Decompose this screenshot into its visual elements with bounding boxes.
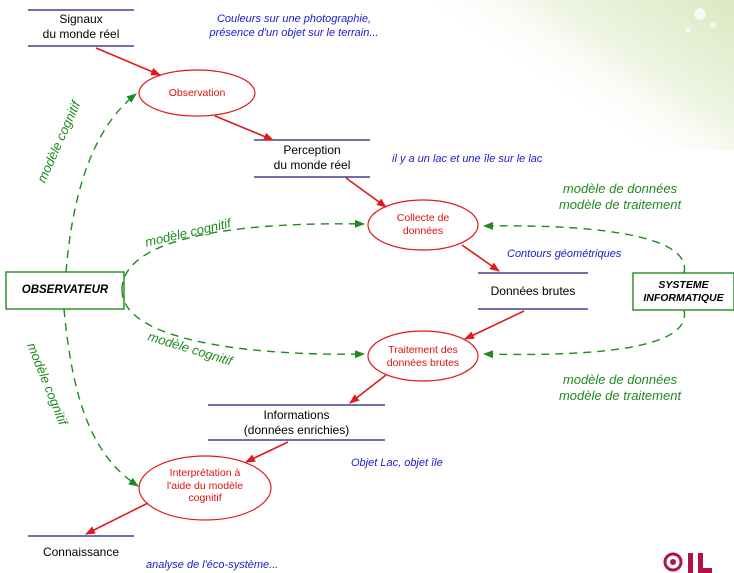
data-model-arrow-collecte	[483, 221, 686, 274]
cognitive-arrow-collecte	[121, 219, 365, 291]
process-traitement-shape	[367, 330, 479, 382]
data-model-arrow-traitement	[483, 309, 686, 359]
process-observation-shape	[138, 69, 256, 117]
agent-systeme-box	[632, 272, 734, 311]
flow-arrow-interpretation-connaissance	[85, 502, 149, 535]
label-modele-donnees-bottom: modèle de données modèle de traitement	[558, 372, 682, 403]
note-objet: Objet Lac, objet île	[351, 457, 443, 469]
flow-arrow-collecte-donnees	[461, 244, 500, 272]
cognitive-arrow-interpretation	[63, 308, 139, 487]
store-informations: Informations (données enrichies)	[243, 408, 350, 437]
cognitive-arrow-observation	[65, 93, 137, 273]
flow-arrow-donnees-traitement	[464, 310, 525, 340]
store-donnees-brutes: Données brutes	[490, 284, 576, 298]
label-modele-donnees-top: modèle de données modèle de traitement	[558, 181, 682, 212]
note-lac: il y a un lac et une île sur le lac	[392, 153, 543, 165]
process-interpretation: Interprétation à l'aide du modèle cognit…	[166, 467, 244, 504]
flow-arrow-signaux-observation	[95, 47, 161, 76]
store-connaissance: Connaissance	[42, 545, 120, 559]
process-interpretation-shape	[138, 455, 272, 521]
process-collecte-shape	[367, 199, 479, 251]
university-logo-icon	[663, 552, 712, 573]
store-perception: Perception du monde réel	[273, 143, 351, 172]
flow-arrow-informations-interpretation	[245, 441, 289, 463]
store-signaux: Signaux du monde réel	[42, 12, 120, 41]
flow-arrow-traitement-informations	[349, 374, 387, 404]
agent-observateur-box	[5, 271, 125, 310]
cognitive-arrow-traitement	[121, 289, 365, 359]
process-observation: Observation	[168, 87, 226, 99]
note-couleurs: Couleurs sur une photographie, présence …	[209, 13, 379, 39]
process-collecte: Collecte de données	[396, 212, 450, 237]
agent-systeme: SYSTEME INFORMATIQUE	[643, 279, 724, 304]
flow-arrow-perception-collecte	[345, 177, 387, 208]
note-analyse: analyse de l'éco-système...	[146, 559, 279, 571]
agent-observateur: OBSERVATEUR	[21, 284, 109, 296]
process-traitement: Traitement des données brutes	[386, 344, 460, 369]
flow-arrow-observation-perception	[214, 115, 274, 141]
note-contours: Contours géométriques	[507, 248, 622, 260]
